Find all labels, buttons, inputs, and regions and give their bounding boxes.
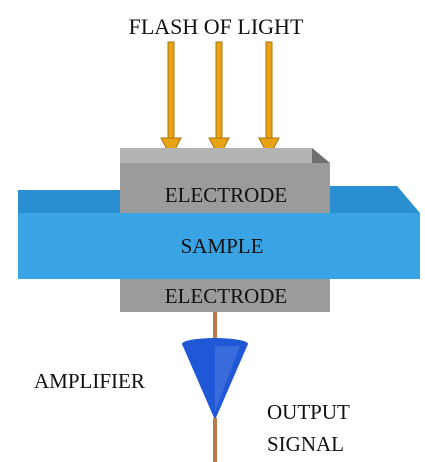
flash-of-light-title: FLASH OF LIGHT [129,14,304,39]
amplifier-body [182,344,248,420]
sample-label: SAMPLE [181,234,264,258]
arrow-shaft [265,41,273,143]
sample-top-face [18,190,120,213]
top-electrode-front-face [120,163,330,213]
amplifier [182,338,248,420]
arrow-head [160,137,182,159]
bottom-electrode: ELECTRODE [120,279,330,312]
amplifier-label: AMPLIFIER [34,369,145,393]
output-label-line1: OUTPUT [267,400,350,424]
amplifier-highlight [215,346,240,412]
light-arrow [258,41,280,159]
input-wire [213,312,217,342]
arrow-head [258,137,280,159]
output-wire [213,418,217,462]
arrow-shaft [167,41,175,143]
output-label-line2: SIGNAL [267,432,344,456]
bottom-electrode-front-face [120,279,330,312]
bottom-electrode-label: ELECTRODE [165,284,287,308]
sample-front-face [18,213,420,279]
light-arrow [160,41,182,159]
sample-top-face-right [330,186,420,213]
arrow-head [208,137,230,159]
top-electrode-top-face [120,148,330,163]
light-arrows [160,41,280,159]
sample: SAMPLE [18,186,420,279]
top-electrode: ELECTRODE [120,148,330,213]
arrow-shaft [215,41,223,143]
light-arrow [208,41,230,159]
top-electrode-label: ELECTRODE [165,183,287,207]
